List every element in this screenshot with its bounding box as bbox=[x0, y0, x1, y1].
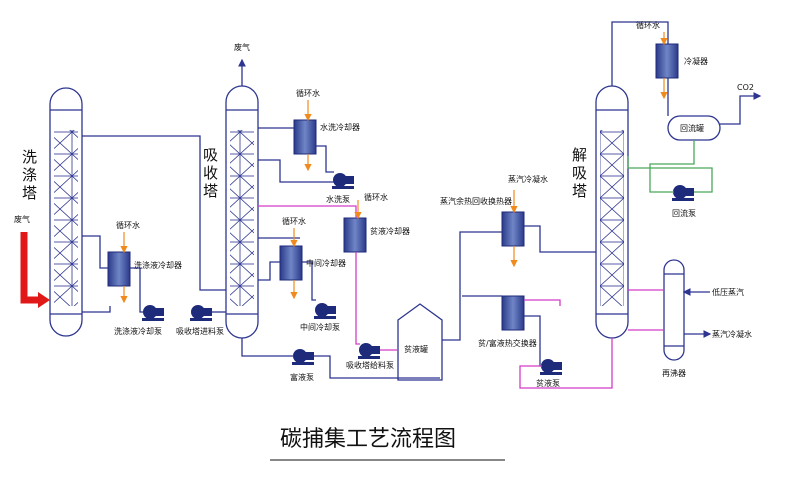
stripper-label-1: 解 bbox=[572, 146, 587, 164]
steam-condensate-top-label: 蒸汽冷凝水 bbox=[508, 174, 548, 184]
rich-pump bbox=[292, 349, 314, 365]
lean-tank-label: 贫液罐 bbox=[404, 344, 428, 354]
lean-rich-hx-label: 贫/富液热交换器 bbox=[478, 338, 537, 348]
lean-tank bbox=[397, 303, 443, 381]
intercooler-label: 中间冷却器 bbox=[306, 258, 346, 268]
water-wash-pump bbox=[332, 173, 354, 189]
stripper-column bbox=[595, 85, 629, 339]
co2-label: CO2 bbox=[737, 83, 754, 92]
reboiler bbox=[663, 259, 685, 361]
cooling-water-label-4: 循环水 bbox=[282, 216, 306, 226]
condenser bbox=[655, 43, 679, 79]
wash-pump-label: 洗涤液冷却泵 bbox=[114, 326, 162, 336]
wash-cooler-label: 洗涤液冷却器 bbox=[134, 260, 182, 270]
absorber-label-3: 塔 bbox=[203, 182, 218, 200]
steam-heat-recovery-label: 蒸汽余热回收换热器 bbox=[440, 196, 512, 206]
lp-steam-label: 低压蒸汽 bbox=[712, 287, 744, 297]
absorber-lean-pump bbox=[358, 343, 380, 359]
steam-condensate-label: 蒸汽冷凝水 bbox=[712, 329, 752, 339]
wash-cooler bbox=[107, 251, 131, 287]
lean-rich-exchanger bbox=[501, 295, 525, 331]
rich-pump-label: 富液泵 bbox=[290, 372, 314, 382]
cooling-water-label-1: 循环水 bbox=[116, 220, 140, 230]
flue-gas-arrow bbox=[20, 232, 42, 304]
lean-pump-label: 贫液泵 bbox=[536, 378, 560, 388]
wash-column-label-1: 洗 bbox=[22, 148, 37, 166]
wash-pump bbox=[142, 305, 164, 321]
diagram-title: 碳捕集工艺流程图 bbox=[280, 427, 456, 452]
stripper-label-2: 吸 bbox=[572, 164, 587, 182]
wash-column-label-3: 塔 bbox=[22, 184, 37, 202]
lean-cooler bbox=[343, 217, 367, 253]
condenser-label: 冷凝器 bbox=[684, 56, 708, 66]
absorber-column bbox=[225, 85, 259, 339]
intercooler-pump bbox=[314, 303, 336, 319]
reboiler-label: 再沸器 bbox=[662, 368, 686, 378]
flue-gas-in-label: 废气 bbox=[14, 214, 30, 224]
flue-gas-out-label: 废气 bbox=[234, 42, 250, 52]
reflux-pump-label: 回流泵 bbox=[672, 208, 696, 218]
wash-column bbox=[49, 87, 83, 337]
cooling-water-label-3: 循环水 bbox=[364, 192, 388, 202]
absorber-lean-pump-label: 吸收塔给料泵 bbox=[346, 360, 394, 370]
intercooler bbox=[279, 245, 303, 281]
reflux-drum-label: 回流罐 bbox=[680, 123, 704, 133]
intercooler-pump-label: 中间冷却泵 bbox=[300, 322, 340, 332]
steam-heat-recovery-exchanger bbox=[501, 211, 525, 247]
lean-cooler-label: 贫液冷却器 bbox=[370, 226, 410, 236]
water-wash-pump-label: 水洗泵 bbox=[326, 194, 350, 204]
water-wash-cooler-label: 水洗冷却器 bbox=[320, 122, 360, 132]
stripper-label-3: 塔 bbox=[572, 182, 587, 200]
absorber-label-1: 吸 bbox=[203, 146, 218, 164]
reflux-pump bbox=[672, 185, 694, 201]
water-wash-cooler bbox=[293, 119, 317, 155]
lean-pump bbox=[540, 359, 562, 375]
absorber-label-2: 收 bbox=[203, 164, 218, 182]
absorber-feed-pump-label: 吸收塔进料泵 bbox=[176, 326, 224, 336]
cooling-water-label-5: 循环水 bbox=[636, 20, 660, 30]
absorber-feed-pump bbox=[190, 305, 212, 321]
wash-column-label-2: 涤 bbox=[22, 166, 37, 184]
cooling-water-label-2: 循环水 bbox=[296, 88, 320, 98]
